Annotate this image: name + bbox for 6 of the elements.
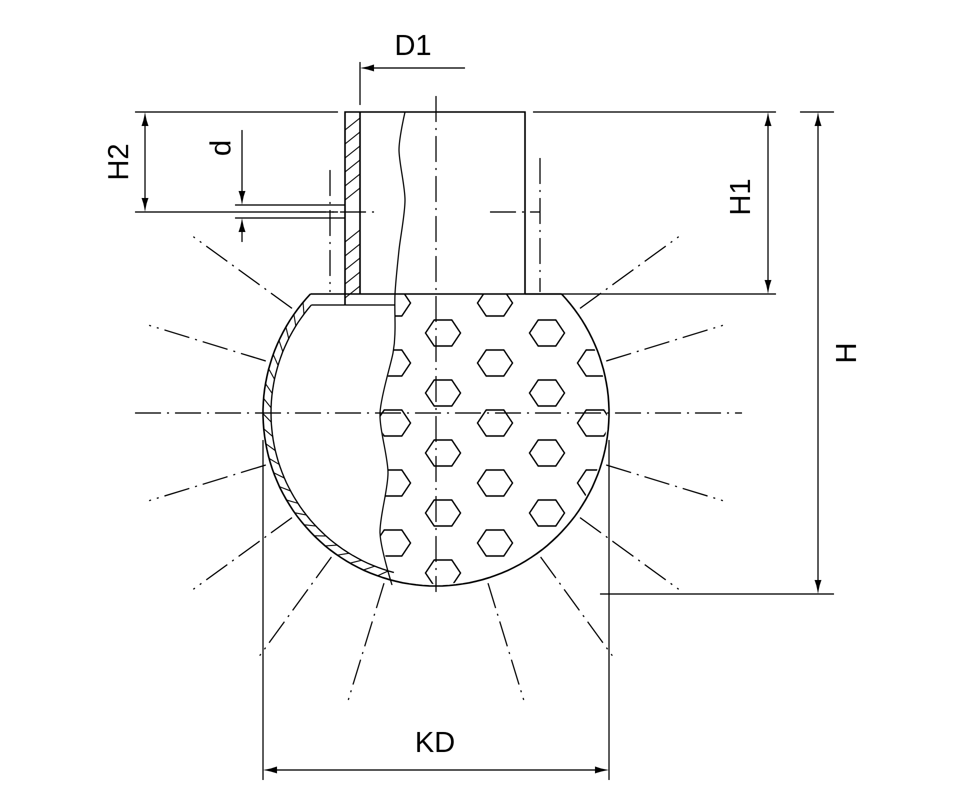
dimension-label: D1 [396,35,430,55]
dimension-label: d [209,142,231,155]
dimension-label: KD [417,732,454,752]
dimension-label: H2 [108,144,128,178]
dimension-label: H [836,344,856,362]
dimension-label: H1 [730,180,750,214]
